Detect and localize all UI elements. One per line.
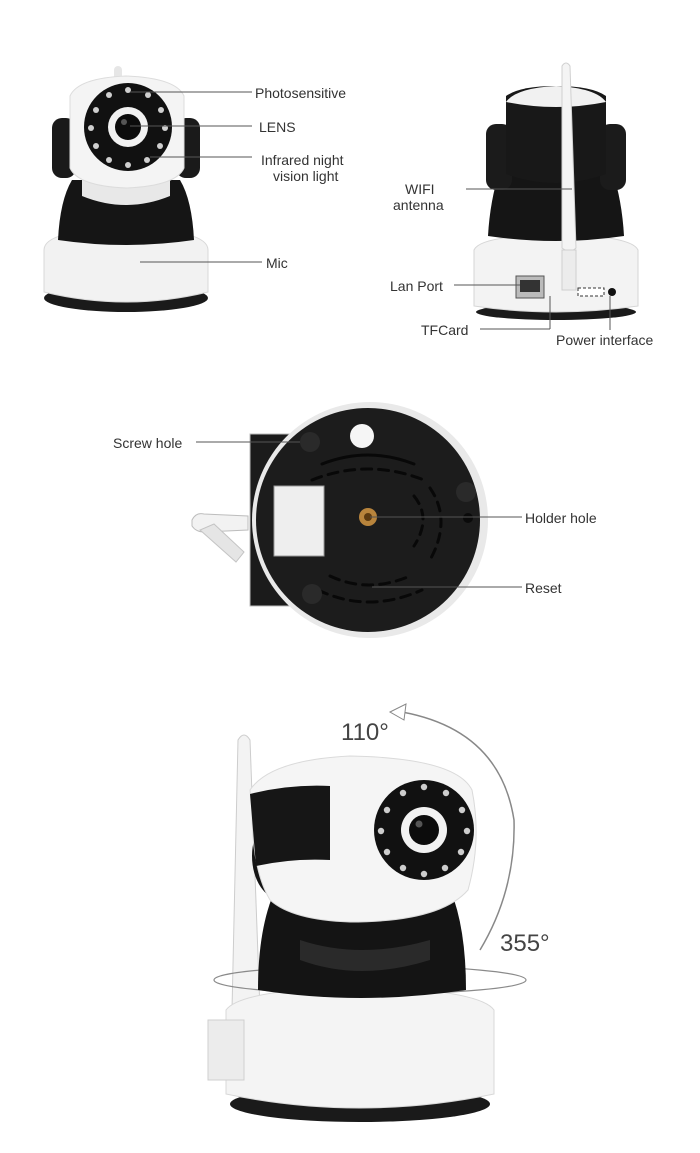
label-wifi-line1: WIFI: [405, 181, 435, 197]
label-mic: Mic: [266, 255, 288, 271]
label-screw-hole: Screw hole: [113, 435, 183, 451]
label-reset: Reset: [525, 580, 562, 596]
back-view-panel: WIFI antenna Lan Port TFCard Power inter…: [0, 0, 700, 360]
label-pan-angle: 355°: [500, 930, 550, 957]
label-infrared-line1: Infrared night: [261, 152, 344, 168]
label-tf-card: TFCard: [421, 322, 469, 338]
label-lan-port: Lan Port: [390, 278, 443, 294]
bottom-view-panel: Screw hole Holder hole Reset: [0, 380, 700, 660]
label-infrared-line2: vision light: [273, 168, 339, 184]
label-tilt-angle: 110°: [341, 719, 389, 746]
rotation-camera-image: [207, 703, 527, 1122]
rotation-view-panel: 110° 355°: [0, 690, 700, 1153]
front-view-panel: Photosensitive LENS Infrared night visio…: [0, 0, 700, 330]
bottom-camera-image: [191, 402, 522, 638]
label-photosensitive: Photosensitive: [255, 85, 347, 101]
label-power-interface: Power interface: [556, 332, 654, 348]
front-camera-image: [43, 66, 262, 312]
label-holder-hole: Holder hole: [525, 510, 597, 526]
label-wifi-line2: antenna: [393, 197, 444, 213]
label-lens: LENS: [259, 119, 296, 135]
back-camera-image: [454, 62, 639, 330]
